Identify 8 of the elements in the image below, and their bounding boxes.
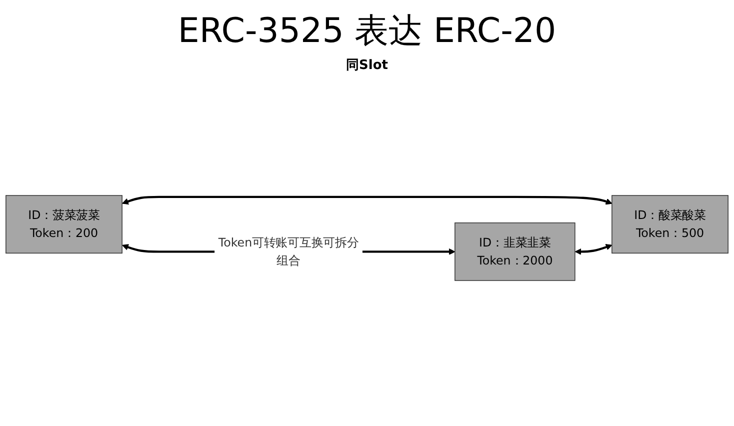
arrow	[122, 196, 612, 205]
title: ERC-3525 表达 ERC-20	[176, 10, 558, 53]
node-box: ID：韭菜韭菜 Token：2000	[454, 222, 576, 281]
note: 同Slot	[345, 57, 389, 74]
arrow	[574, 244, 612, 255]
node-box: ID：酸菜酸菜 Token：500	[612, 195, 728, 254]
edge-label: Token可转账可互换可拆分组合	[218, 235, 359, 268]
node-box: ID：菠菜菠菜 Token：200	[6, 195, 122, 254]
